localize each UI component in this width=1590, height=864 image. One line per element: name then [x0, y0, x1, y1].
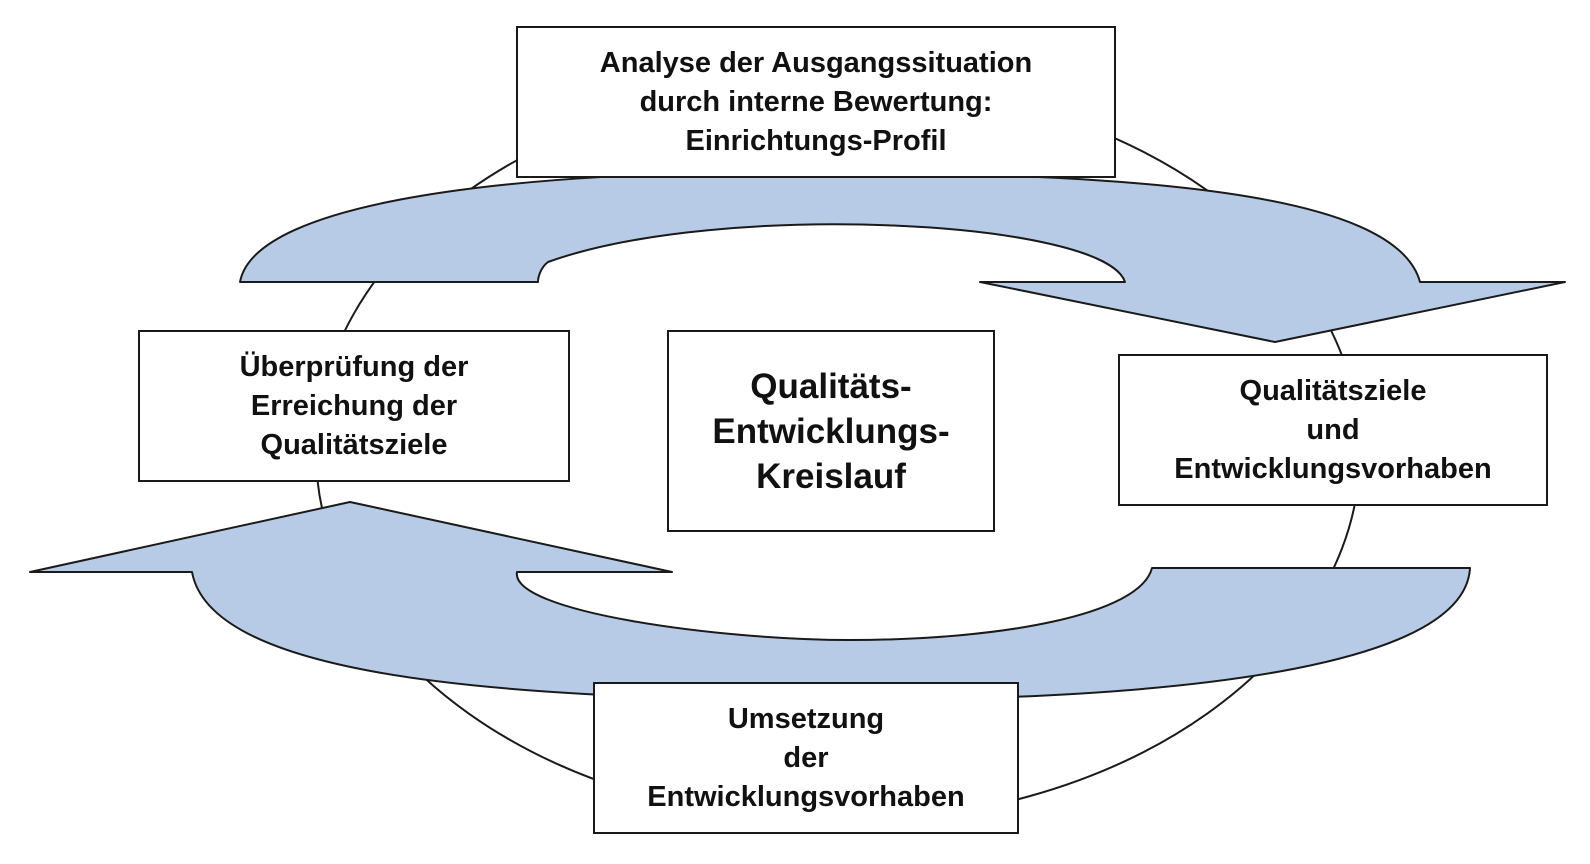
stage-analysis-line-2: durch interne Bewertung: — [639, 85, 993, 118]
arrow-top-to-right — [239, 170, 1566, 343]
stage-implementation-box: Umsetzung der Entwicklungsvorhaben — [593, 682, 1019, 834]
stage-goals-box: Qualitätsziele und Entwicklungsvorhaben — [1118, 354, 1548, 506]
stage-review-box: Überprüfung der Erreichung der Qualitäts… — [138, 330, 570, 482]
stage-goals-line-2: und — [1306, 413, 1360, 446]
stage-review-line-1: Überprüfung der — [239, 350, 469, 383]
stage-review-line-2: Erreichung der — [250, 389, 458, 422]
stage-analysis-line-1: Analyse der Ausgangssituation — [599, 46, 1033, 79]
stage-implementation-line-3: Entwicklungsvorhaben — [647, 780, 965, 813]
center-title-line-3: Kreislauf — [756, 456, 906, 496]
arrow-bottom-to-left — [29, 501, 1471, 701]
stage-implementation-line-2: der — [783, 741, 829, 774]
stage-implementation-line-1: Umsetzung — [727, 702, 885, 735]
stage-analysis-line-3: Einrichtungs-Profil — [685, 124, 947, 157]
stage-goals-line-3: Entwicklungsvorhaben — [1174, 452, 1492, 485]
stage-analysis-box: Analyse der Ausgangssituation durch inte… — [516, 26, 1116, 178]
stage-goals-line-1: Qualitätsziele — [1239, 374, 1427, 407]
center-title-box: Qualitäts- Entwicklungs- Kreislauf — [667, 330, 995, 532]
center-title-line-2: Entwicklungs- — [712, 411, 950, 451]
center-title-line-1: Qualitäts- — [750, 366, 912, 406]
stage-review-line-3: Qualitätsziele — [260, 428, 448, 461]
